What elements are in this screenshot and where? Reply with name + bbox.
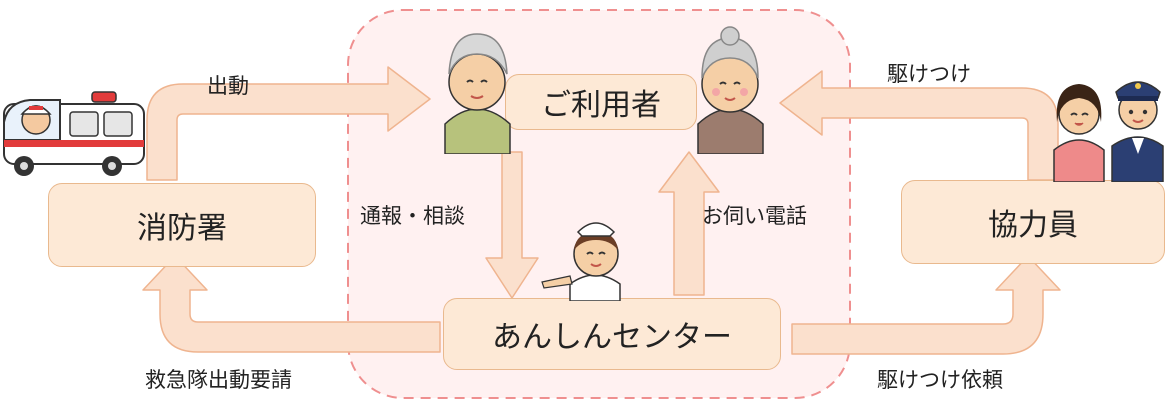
arrow-call [658,151,720,296]
label-dispatch: 出動 [207,74,249,98]
grandfather-icon [444,33,511,154]
grandmother-icon [697,26,764,154]
arrow-report [485,151,539,299]
label-rush: 駆けつけ [887,62,971,86]
node-user: ご利用者 [505,74,697,130]
node-center: あんしんセンター [443,298,781,370]
nurse-icon [541,222,621,301]
node-helper: 協力員 [901,180,1165,264]
label-report: 通報・相談 [360,204,465,228]
ambulance-icon [3,91,145,176]
label-ambulance-request: 救急隊出動要請 [145,368,292,392]
arrow-rush-request [791,255,1061,355]
label-call: お伺い電話 [702,204,807,228]
node-fire-station: 消防署 [48,183,316,267]
arrow-dispatch [146,66,431,181]
police-officer-icon [1111,81,1164,182]
label-rush-request: 駆けつけ依頼 [877,368,1003,392]
arrow-ambulance-request [142,255,441,353]
arrow-rush [779,70,1059,181]
woman-icon [1053,84,1105,182]
